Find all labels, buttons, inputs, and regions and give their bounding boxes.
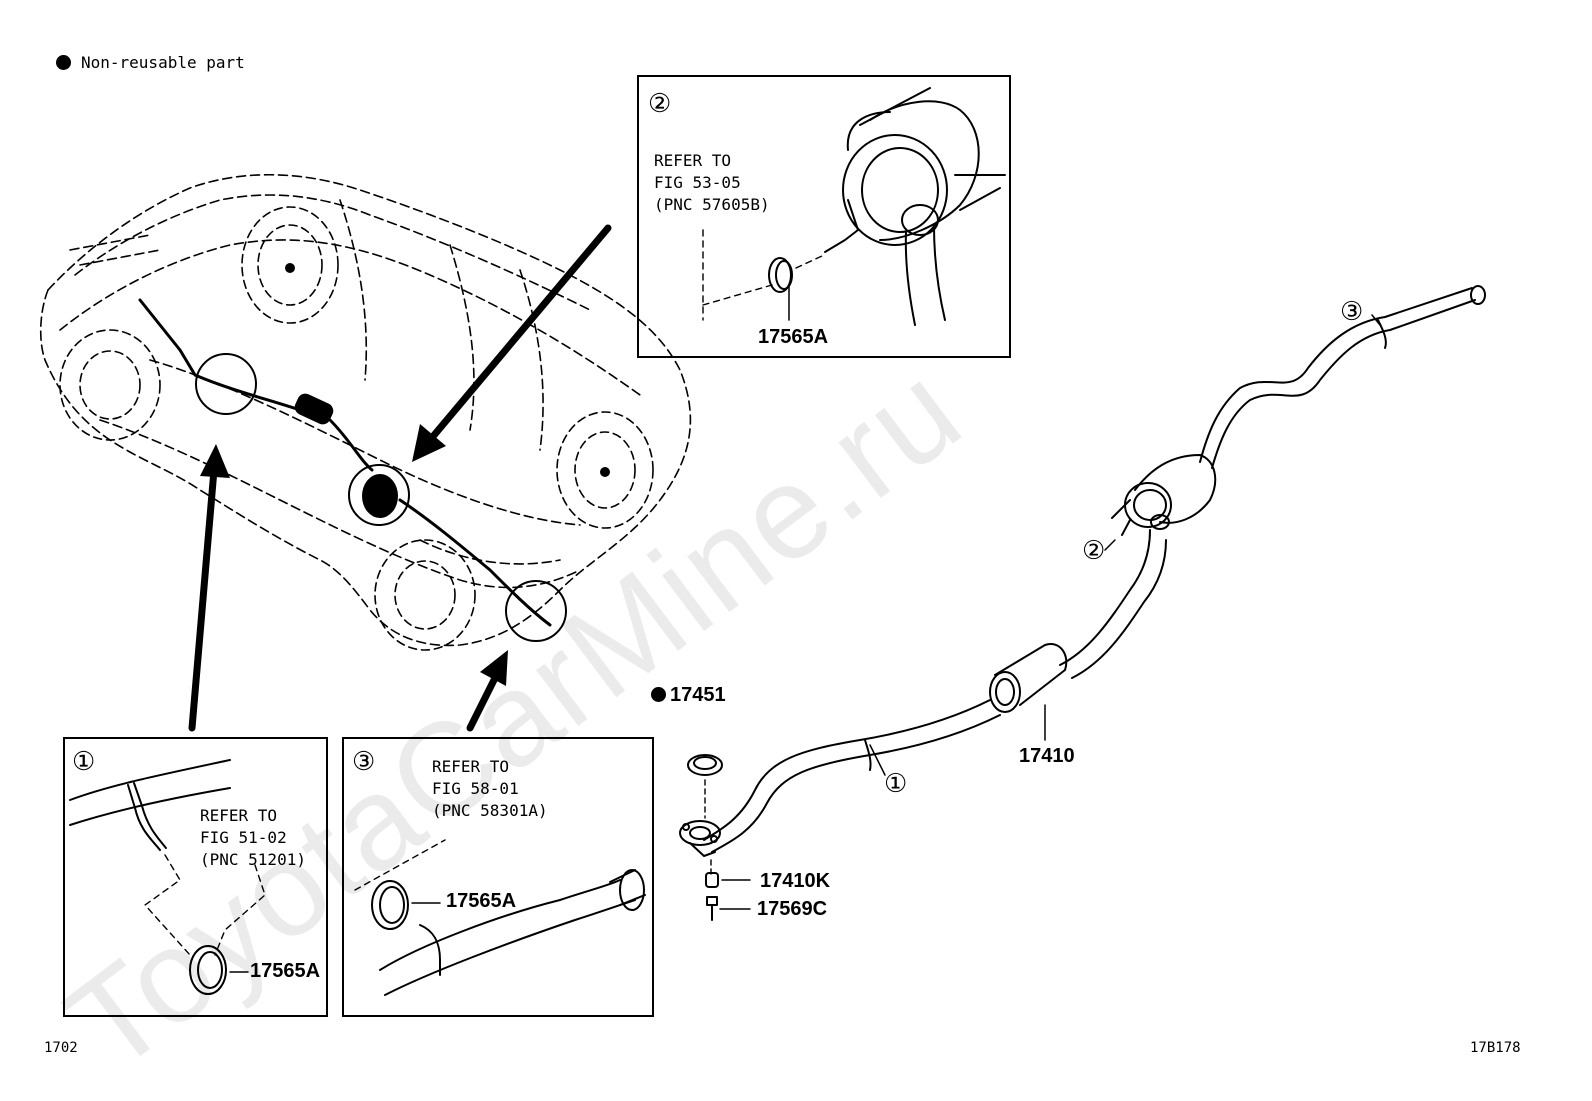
- rear-muffler: [1111, 454, 1217, 536]
- callout-3: ③: [1340, 297, 1364, 327]
- inset-box-2: [637, 75, 1011, 358]
- figure-number: 1702: [44, 1040, 78, 1056]
- wheel-front-left: [59, 329, 161, 441]
- inset-1-reference: REFER TO FIG 51-02 (PNC 51201): [200, 806, 306, 869]
- front-muffler: [989, 643, 1068, 713]
- bolt-part-number: 17569C: [757, 898, 828, 920]
- gasket-part-number: 17451: [670, 684, 726, 706]
- wheel-front-right: [374, 539, 476, 651]
- inset2-drawing: [702, 87, 1006, 326]
- inset-2-reference: REFER TO FIG 53-05 (PNC 57605B): [654, 151, 770, 214]
- inset-1-part-number: 17565A: [250, 960, 321, 982]
- pipe-part-number: 17410: [1019, 745, 1075, 767]
- inset-3-part-number: 17565A: [446, 890, 517, 912]
- bolt-17569C: [706, 896, 718, 921]
- inset-box-3: [342, 737, 654, 1017]
- inset1-drawing: [69, 759, 266, 995]
- arrow-from-inset-3: [466, 674, 499, 732]
- exhaust-pipe-assembly: [703, 285, 1486, 853]
- gasket-part-label: 17451: [651, 684, 726, 707]
- inset3-drawing: [354, 839, 646, 996]
- inset-box-1: [63, 737, 328, 1017]
- gasket-17451: [687, 754, 723, 776]
- spring-17410K: [705, 872, 719, 888]
- arrow-from-inset-1: [188, 466, 218, 732]
- inset-2-part-number: 17565A: [758, 326, 829, 348]
- legend-label: Non-reusable part: [81, 53, 245, 72]
- front-flange: [679, 820, 721, 857]
- callout-2: ②: [1082, 536, 1106, 566]
- wheel-rear-left: [241, 206, 339, 324]
- spring-part-number: 17410K: [760, 870, 831, 892]
- non-reusable-dot-icon: [56, 55, 71, 70]
- inset-2-marker: ②: [648, 88, 672, 118]
- inset-3-marker: ③: [352, 746, 376, 776]
- vehicle-outline: [39, 173, 692, 647]
- non-reusable-dot-icon: [651, 687, 666, 702]
- legend: Non-reusable part: [56, 53, 245, 72]
- illustration-code: 17B178: [1470, 1040, 1521, 1056]
- callout-1: ①: [884, 769, 908, 799]
- inset-3-reference: REFER TO FIG 58-01 (PNC 58301A): [432, 757, 548, 820]
- inset-1-marker: ①: [72, 746, 96, 776]
- arrow-to-inset-2: [426, 224, 612, 444]
- wheel-rear-right: [556, 411, 654, 529]
